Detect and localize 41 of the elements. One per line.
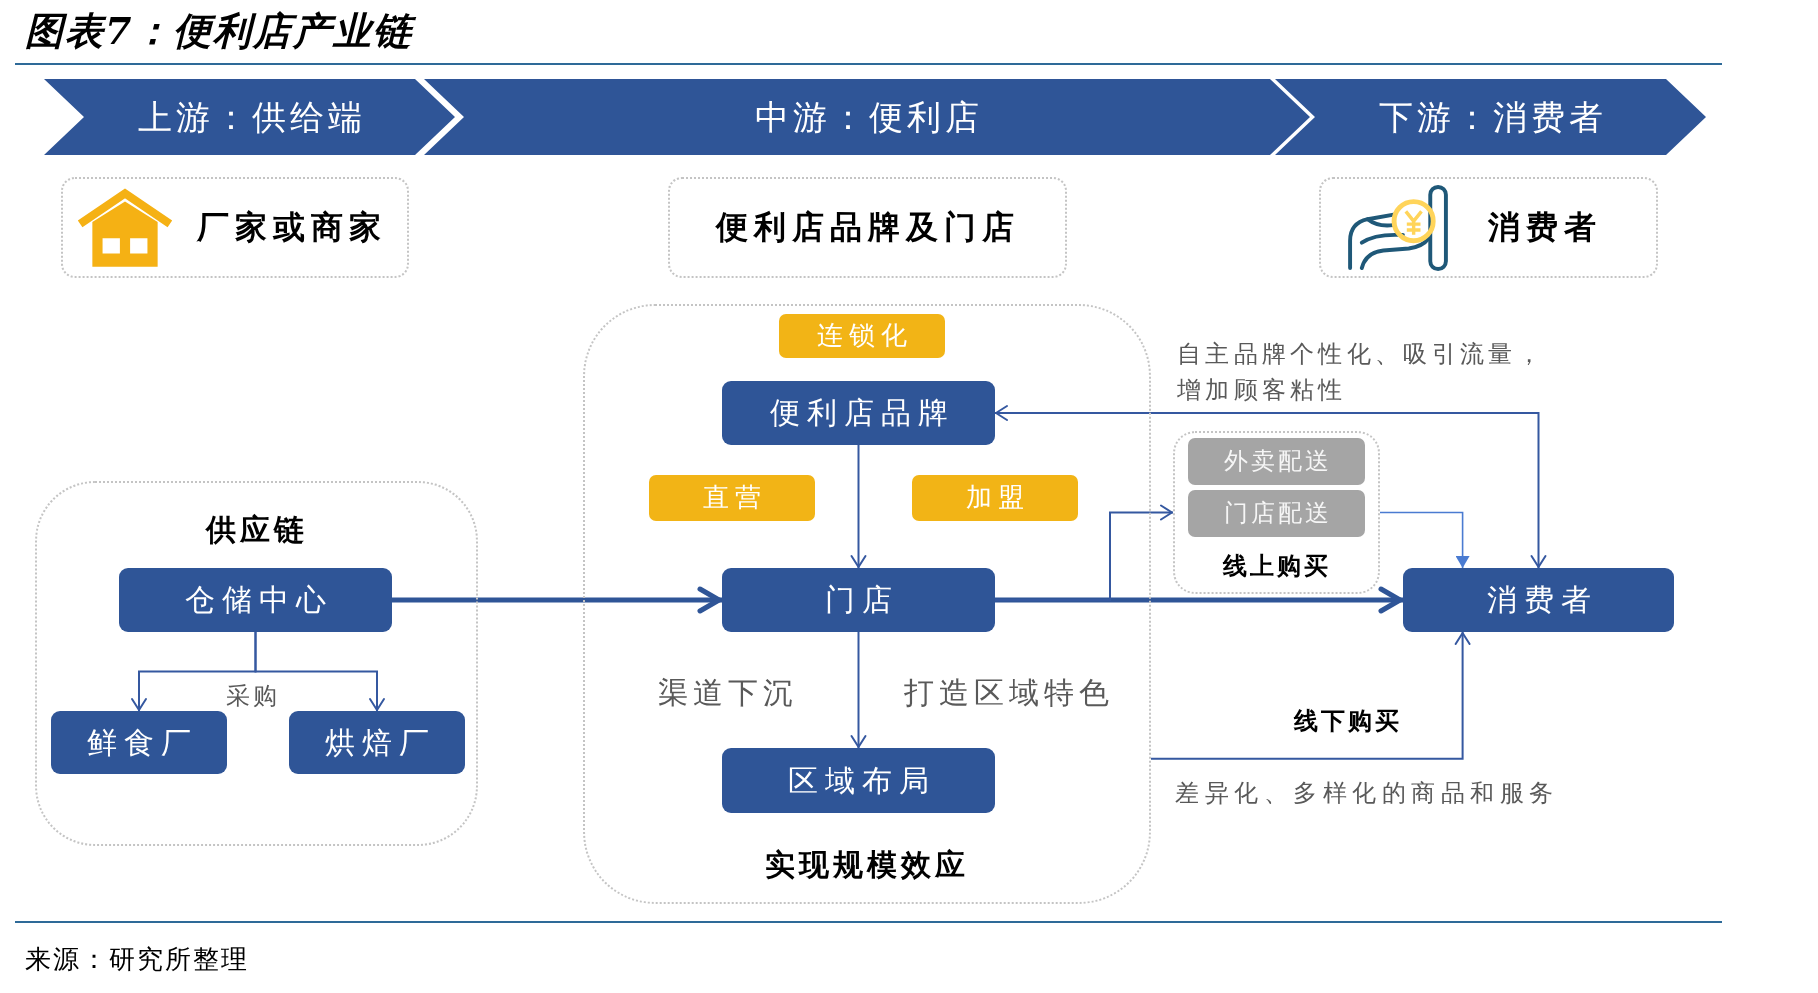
card-label: 消费者: [1488, 208, 1602, 247]
card-label: 便利店品牌及门店: [715, 208, 1020, 247]
group-heading: 供应链: [204, 512, 309, 548]
group-frame: [583, 304, 1151, 904]
highlight-tag: 加盟: [912, 475, 1078, 521]
category-card: [668, 177, 1067, 278]
group-frame: [35, 481, 478, 846]
arrow: [1379, 511, 1470, 569]
arrow: [994, 504, 1174, 601]
arrow: [995, 586, 1403, 614]
option-box: 外卖配送: [1188, 438, 1365, 485]
group-frame: [1173, 431, 1380, 594]
arrow: [850, 631, 867, 749]
group-heading: 线上购买: [1221, 552, 1332, 581]
arrow: [1150, 631, 1471, 760]
process-box: 门店: [722, 568, 995, 632]
process-box: 鲜食厂: [51, 711, 227, 774]
chevron-banner: 上游：供给端: [44, 79, 455, 155]
annotation-text: 采购: [226, 681, 280, 712]
arrow: [994, 405, 1547, 569]
arrow: [254, 631, 385, 712]
group-heading: 实现规模效应: [764, 847, 970, 883]
process-box: 区域布局: [722, 748, 995, 813]
annotation-text: 差异化、多样化的商品和服务: [1175, 778, 1559, 809]
annotation-text: 打造区域特色: [904, 673, 1114, 712]
highlight-tag: 连锁化: [779, 314, 945, 358]
category-card: [61, 177, 409, 278]
chevron-banner: 下游：消费者: [1275, 79, 1706, 155]
source-note: 来源：研究所整理: [25, 943, 249, 976]
highlight-tag: 直营: [649, 475, 815, 521]
card-label: 厂家或商家: [197, 208, 387, 247]
process-box: 仓储中心: [119, 568, 392, 632]
chart-title: 图表7：便利店产业链: [25, 7, 414, 55]
option-box: 门店配送: [1188, 490, 1365, 537]
process-box: 烘焙厂: [289, 711, 465, 774]
process-box: 便利店品牌: [722, 381, 995, 445]
arrow: [850, 444, 867, 569]
annotation-text: 渠道下沉: [658, 673, 798, 712]
process-box: 消费者: [1403, 568, 1674, 632]
arrow: [392, 586, 722, 614]
category-card: [1319, 177, 1658, 278]
